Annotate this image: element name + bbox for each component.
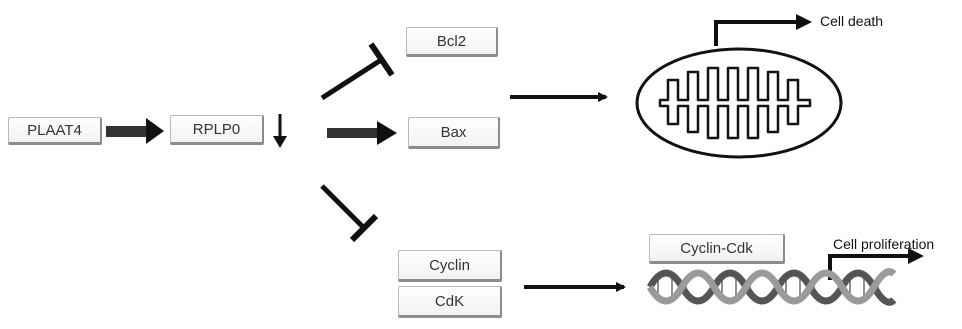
mitochondrion-icon xyxy=(635,47,843,159)
label-cell-death: Cell death xyxy=(820,13,884,29)
rplp0-down-arrow xyxy=(273,114,287,148)
node-cyclin: Cyclin xyxy=(398,250,502,282)
bcl2-inhibition xyxy=(320,42,395,101)
cell-death-arrow xyxy=(714,14,812,46)
node-bax: Bax xyxy=(408,117,500,149)
node-rplp0: RPLP0 xyxy=(170,115,264,145)
cell-proliferation-arrow xyxy=(828,248,924,280)
dna-helix-icon xyxy=(646,268,897,306)
node-cyclin-cdk: Cyclin-Cdk xyxy=(649,234,785,264)
node-plaat4: PLAAT4 xyxy=(8,117,102,145)
node-bcl2: Bcl2 xyxy=(406,27,498,57)
plaat4-to-rplp0-arrow xyxy=(106,118,164,144)
cyclin-inhibition xyxy=(320,184,379,243)
node-cdk: CdK xyxy=(398,286,502,318)
bax-activation-arrow xyxy=(327,121,397,145)
label-cell-proliferation: Cell proliferation xyxy=(833,236,935,252)
